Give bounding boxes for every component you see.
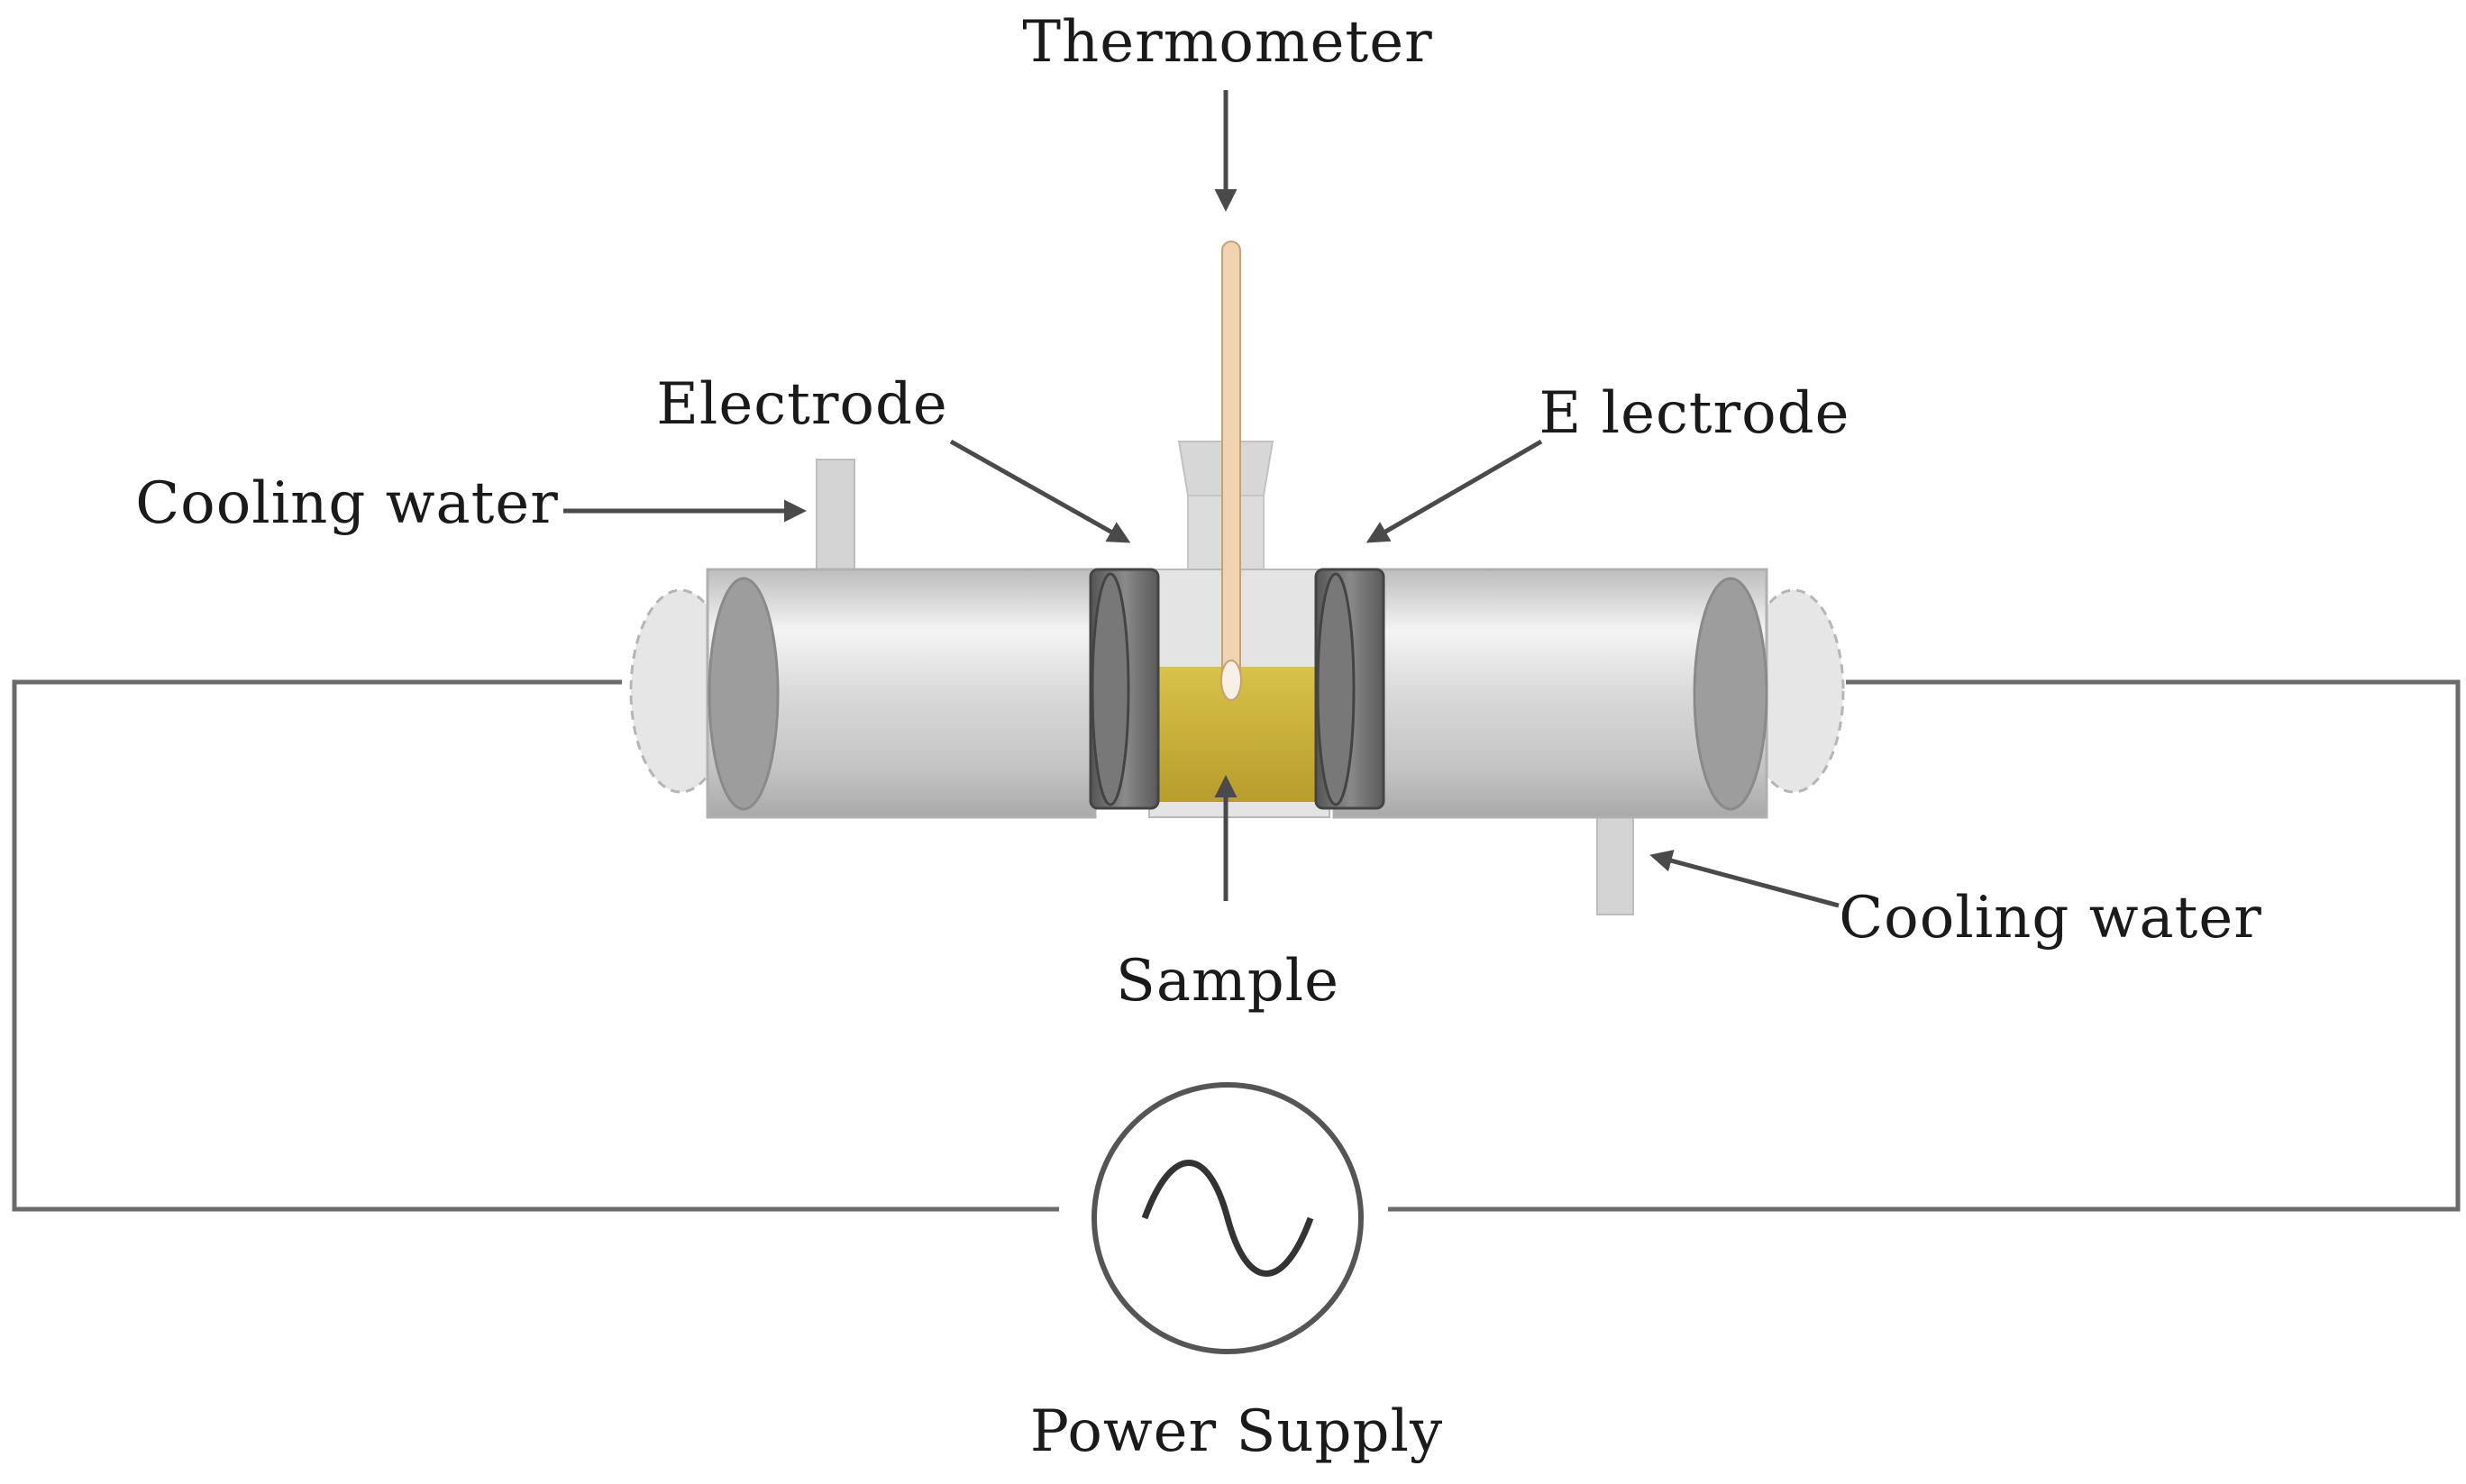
circuit-wires — [12, 679, 2461, 1212]
ac-source-icon — [1091, 1082, 1364, 1354]
label-cooling-water-left: Cooling water — [135, 470, 559, 537]
electrode-left — [1089, 568, 1160, 810]
arrow-cooling-right — [1649, 850, 1840, 908]
end-cap-right — [1742, 588, 1845, 794]
electrode-right — [1314, 568, 1385, 810]
label-cooling-water-right: Cooling water — [1839, 885, 2262, 951]
arrow-electrode-left — [949, 439, 1131, 543]
label-sample: Sample — [1116, 948, 1339, 1015]
label-power-supply: Power Supply — [1030, 1398, 1443, 1465]
cooling-inlet-pipe — [816, 459, 855, 573]
arrow-electrode-right — [1365, 439, 1543, 543]
label-electrode-right: E lectrode — [1539, 380, 1850, 447]
tube-right — [1332, 568, 1768, 819]
wire-right — [1388, 679, 2461, 1212]
label-thermometer: Thermometer — [1022, 9, 1432, 76]
cooling-outlet-pipe — [1596, 806, 1634, 915]
thermometer — [1220, 241, 1242, 701]
tube-left — [706, 568, 1097, 819]
wire-left — [12, 679, 1059, 1212]
label-electrode-left: Electrode — [656, 371, 948, 438]
pointer-arrows — [563, 90, 1840, 908]
